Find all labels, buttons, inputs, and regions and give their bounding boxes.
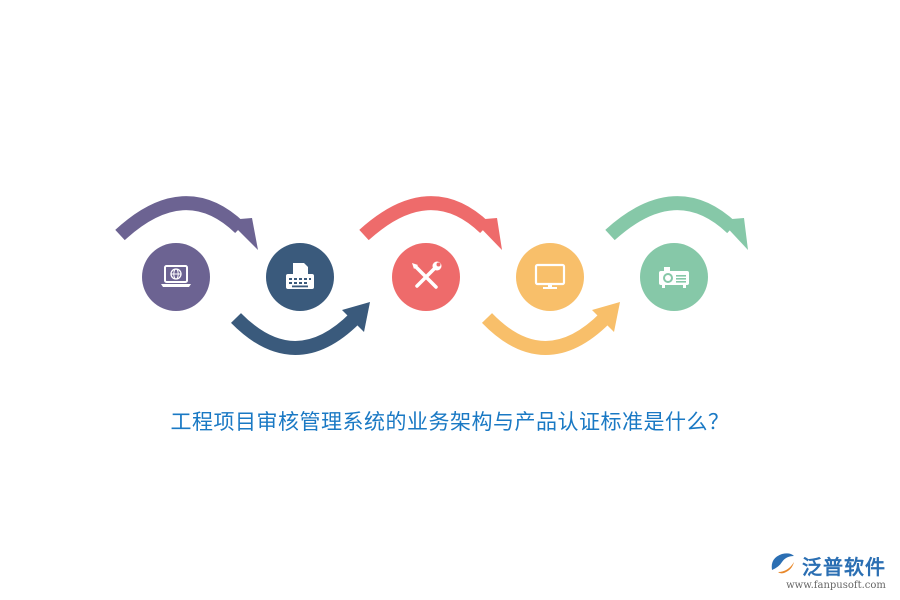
arrow-1-purple — [115, 196, 258, 250]
step-3-circle — [392, 243, 460, 311]
brand-name: 泛普软件 — [802, 554, 886, 579]
step-1-circle — [142, 243, 210, 311]
brand-url: www.fanpusoft.com — [786, 580, 886, 591]
wrench-screwdriver-icon — [409, 260, 443, 294]
arrow-3-red — [359, 196, 502, 250]
laptop-globe-icon — [159, 263, 193, 291]
page-title: 工程项目审核管理系统的业务架构与产品认证标准是什么？ — [170, 410, 730, 434]
monitor-icon — [533, 262, 567, 292]
arrow-4-yellow — [481, 302, 620, 355]
projector-icon — [656, 263, 692, 291]
typewriter-icon — [283, 261, 317, 293]
step-4-circle — [516, 243, 584, 311]
brand-watermark: 泛普软件 www.fanpusoft.com — [768, 550, 886, 591]
brand-row: 泛普软件 — [768, 550, 886, 580]
arrow-2-navy — [231, 302, 370, 355]
step-5-circle — [640, 243, 708, 311]
step-2-circle — [266, 243, 334, 311]
arrow-5-green — [605, 196, 748, 250]
fanpu-logo-icon — [768, 550, 798, 580]
